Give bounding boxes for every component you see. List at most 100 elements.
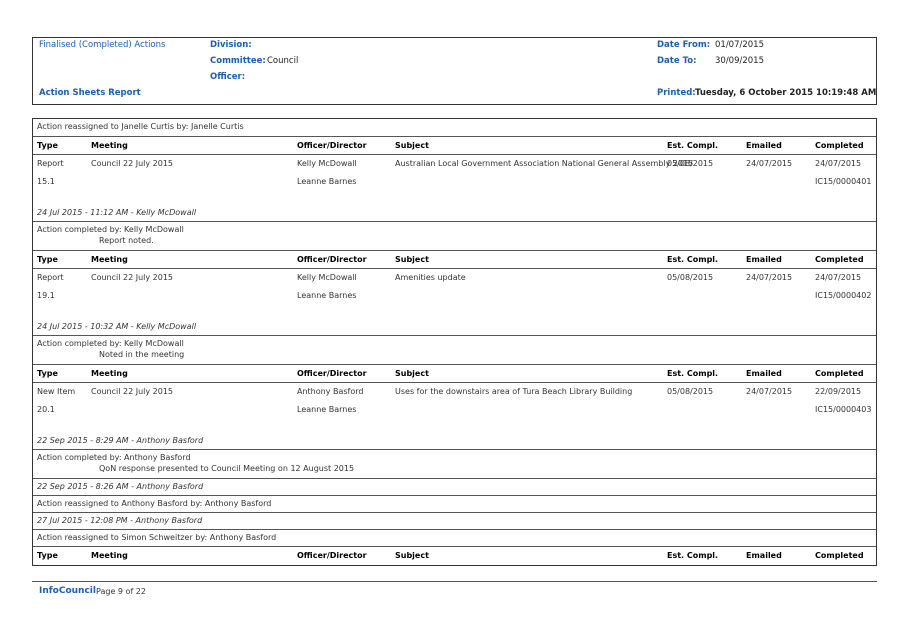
note-stamp: 24 Jul 2015 - 10:32 AM - Kelly McDowall: [37, 322, 197, 331]
col-meeting: Meeting: [91, 141, 128, 150]
note-row: Action completed by: Kelly McDowall Repo…: [33, 222, 876, 251]
actions-table: Action reassigned to Janelle Curtis by: …: [32, 118, 877, 566]
note-stamp: 22 Sep 2015 - 8:29 AM - Anthony Basford: [37, 436, 204, 445]
col-completed: Completed: [815, 255, 864, 264]
meeting-cell: Council 22 July 2015: [91, 273, 174, 282]
emailed-cell: 24/07/2015: [746, 159, 793, 168]
note-text: Action completed by: Kelly McDowall: [37, 225, 184, 234]
col-subject: Subject: [395, 369, 429, 378]
column-header-row: Type Meeting Officer/Director Subject Es…: [33, 365, 876, 383]
note-text: Action reassigned to Anthony Basford by:…: [37, 499, 272, 508]
col-officer: Officer/Director: [297, 255, 367, 264]
emailed-cell: 24/07/2015: [746, 387, 793, 396]
printed-label: Printed:: [657, 88, 696, 98]
director-cell: Leanne Barnes: [297, 291, 357, 300]
col-meeting: Meeting: [91, 369, 128, 378]
col-emailed: Emailed: [746, 369, 782, 378]
emailed-cell: 24/07/2015: [746, 273, 793, 282]
date-from-label: Date From:: [657, 40, 711, 50]
subject-cell: Uses for the downstairs area of Tura Bea…: [395, 387, 633, 396]
record-number: IC15/0000403: [815, 405, 872, 414]
col-subject: Subject: [395, 551, 429, 560]
column-header-row: Type Meeting Officer/Director Subject Es…: [33, 547, 876, 564]
note-sub: Report noted.: [99, 236, 154, 245]
col-emailed: Emailed: [746, 551, 782, 560]
page-number: Page 9 of 22: [96, 587, 146, 596]
report-type: Finalised (Completed) Actions: [39, 40, 166, 50]
table-row: Report 19.1 Council 22 July 2015 Kelly M…: [33, 269, 876, 309]
date-to-value: 30/09/2015: [715, 56, 764, 66]
type-cell: Report: [37, 159, 64, 168]
col-officer: Officer/Director: [297, 369, 367, 378]
meeting-cell: Council 22 July 2015: [91, 159, 174, 168]
report-header: Finalised (Completed) Actions Action She…: [32, 37, 877, 105]
col-completed: Completed: [815, 141, 864, 150]
completed-cell: 24/07/2015: [815, 159, 862, 168]
col-type: Type: [37, 369, 58, 378]
col-meeting: Meeting: [91, 255, 128, 264]
officer-cell: Kelly McDowall: [297, 273, 357, 282]
officer-cell: Anthony Basford: [297, 387, 364, 396]
col-emailed: Emailed: [746, 255, 782, 264]
item-number: 15.1: [37, 177, 55, 186]
column-header-row: Type Meeting Officer/Director Subject Es…: [33, 251, 876, 269]
col-type: Type: [37, 141, 58, 150]
infocouncil-logo: InfoCouncil: [39, 586, 96, 596]
note-text: Action reassigned to Janelle Curtis by: …: [37, 122, 244, 131]
footer-divider: [32, 581, 877, 582]
col-subject: Subject: [395, 141, 429, 150]
completed-cell: 24/07/2015: [815, 273, 862, 282]
col-est: Est. Compl.: [667, 551, 719, 560]
note-row: Action completed by: Kelly McDowall Note…: [33, 336, 876, 365]
note-stamp: 27 Jul 2015 - 12:08 PM - Anthony Basford: [37, 516, 203, 525]
col-subject: Subject: [395, 255, 429, 264]
director-cell: Leanne Barnes: [297, 177, 357, 186]
note-row: Action reassigned to Simon Schweitzer by…: [33, 530, 876, 547]
director-cell: Leanne Barnes: [297, 405, 357, 414]
col-type: Type: [37, 551, 58, 560]
item-number: 20.1: [37, 405, 55, 414]
col-type: Type: [37, 255, 58, 264]
subject-cell: Amenities update: [395, 273, 466, 282]
col-meeting: Meeting: [91, 551, 128, 560]
note-stamp: 24 Jul 2015 - 11:12 AM - Kelly McDowall: [37, 208, 197, 217]
est-cell: 05/08/2015: [667, 273, 714, 282]
note-text: Action completed by: Anthony Basford: [37, 453, 191, 462]
note-sub: QoN response presented to Council Meetin…: [99, 464, 355, 473]
column-header-row: Type Meeting Officer/Director Subject Es…: [33, 137, 876, 155]
col-completed: Completed: [815, 369, 864, 378]
type-cell: New Item: [37, 387, 76, 396]
date-from-value: 01/07/2015: [715, 40, 764, 50]
note-row: Action reassigned to Anthony Basford by:…: [33, 496, 876, 513]
report-name: Action Sheets Report: [39, 88, 141, 98]
note-text: Action reassigned to Simon Schweitzer by…: [37, 533, 277, 542]
col-est: Est. Compl.: [667, 141, 719, 150]
meeting-cell: Council 22 July 2015: [91, 387, 174, 396]
col-est: Est. Compl.: [667, 369, 719, 378]
note-text: Action completed by: Kelly McDowall: [37, 339, 184, 348]
col-officer: Officer/Director: [297, 141, 367, 150]
col-est: Est. Compl.: [667, 255, 719, 264]
note-stamp: 22 Sep 2015 - 8:26 AM - Anthony Basford: [37, 482, 204, 491]
col-emailed: Emailed: [746, 141, 782, 150]
completed-cell: 22/09/2015: [815, 387, 862, 396]
division-label: Division:: [210, 40, 252, 50]
note-stamp-row: 27 Jul 2015 - 12:08 PM - Anthony Basford: [33, 513, 876, 530]
note-stamp-row: 22 Sep 2015 - 8:29 AM - Anthony Basford: [33, 433, 876, 450]
table-row: New Item 20.1 Council 22 July 2015 Antho…: [33, 383, 876, 423]
note-row: Action completed by: Anthony Basford QoN…: [33, 450, 876, 479]
officer-cell: Kelly McDowall: [297, 159, 357, 168]
printed-value: Tuesday, 6 October 2015 10:19:48 AM: [695, 88, 877, 98]
committee-value: Council: [267, 56, 299, 66]
note-sub: Noted in the meeting: [99, 350, 185, 359]
record-number: IC15/0000402: [815, 291, 872, 300]
est-cell: 05/08/2015: [667, 159, 714, 168]
date-to-label: Date To:: [657, 56, 697, 66]
subject-cell: Australian Local Government Association …: [395, 159, 694, 168]
note-stamp-row: 22 Sep 2015 - 8:26 AM - Anthony Basford: [33, 479, 876, 496]
note-stamp-row: 24 Jul 2015 - 11:12 AM - Kelly McDowall: [33, 205, 876, 222]
officer-label: Officer:: [210, 72, 246, 82]
record-number: IC15/0000401: [815, 177, 872, 186]
col-completed: Completed: [815, 551, 864, 560]
table-row: Action reassigned to Janelle Curtis by: …: [33, 119, 876, 137]
